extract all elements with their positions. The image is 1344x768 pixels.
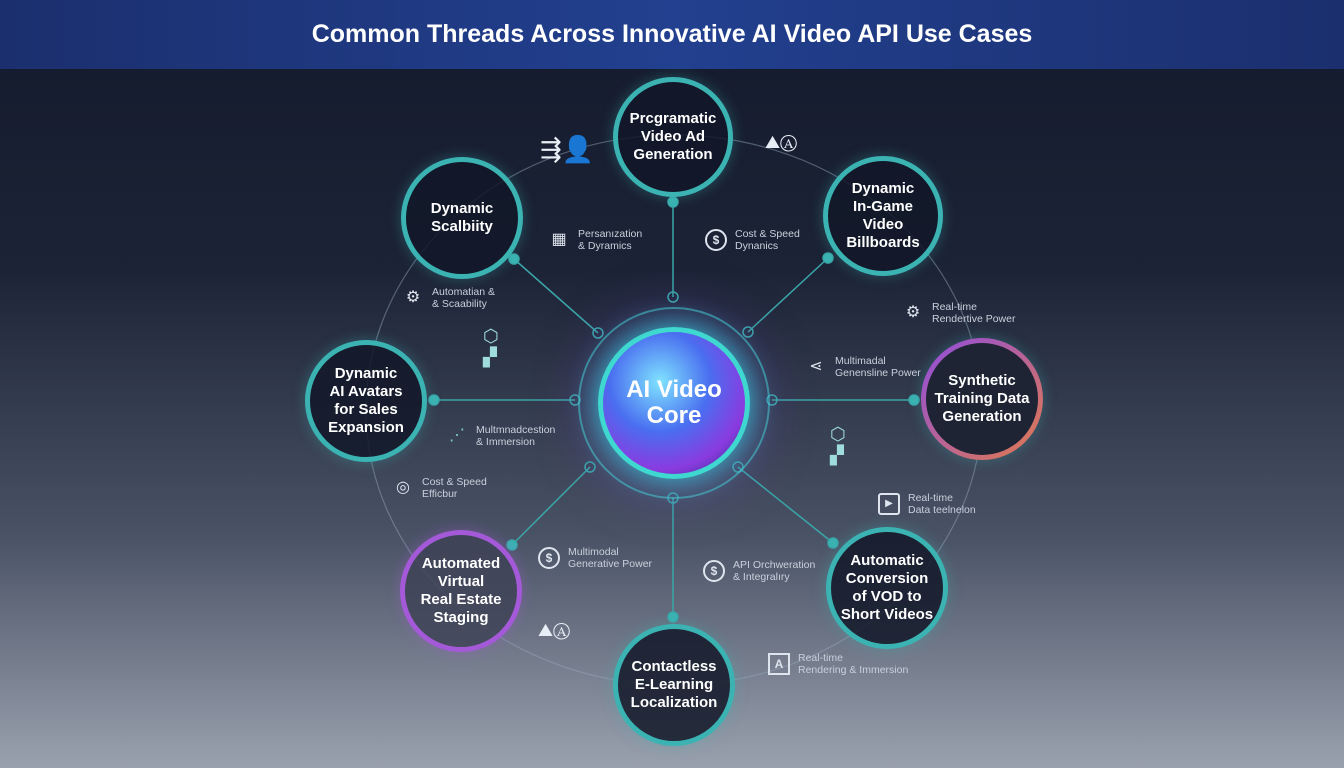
title-bar: Common Threads Across Innovative AI Vide… xyxy=(0,0,1344,69)
text: Efficbur xyxy=(422,488,458,500)
gear-icon: ⚙ xyxy=(405,289,421,306)
text: Real-time xyxy=(932,301,977,313)
gear-icon: ⚙ xyxy=(905,304,921,321)
label-immersion: ⋰ Multmnadcestion& Immersion xyxy=(446,424,555,448)
text: Generation xyxy=(942,408,1022,425)
text: In-Game xyxy=(852,198,913,215)
text: Dynamic xyxy=(430,200,494,217)
label-api-orchestration: $ API Orchweration& Integralıry xyxy=(703,559,815,583)
nodes-icon: ⋰ xyxy=(449,427,465,444)
text: Genensline Power xyxy=(835,367,921,379)
hexagon-a-icon: ⬡▞ xyxy=(830,424,846,465)
core-label: AI Video xyxy=(626,376,722,403)
dollar-icon: $ xyxy=(703,560,725,582)
dollar-icon: $ xyxy=(705,229,727,251)
text: & Immersion xyxy=(476,436,535,448)
text: for Sales xyxy=(334,401,398,418)
text: Rendertive Power xyxy=(932,313,1016,325)
text: Video Ad xyxy=(640,128,706,145)
text: Synthetic xyxy=(948,372,1016,389)
text: Real-time xyxy=(798,652,843,664)
text: Dynamic xyxy=(851,180,915,197)
mountain-icon: ⛰Ⓐ xyxy=(765,132,797,152)
text: Video xyxy=(862,216,904,233)
text: & Integralıry xyxy=(733,571,790,583)
text: Automated xyxy=(421,555,501,572)
page-title: Common Threads Across Innovative AI Vide… xyxy=(311,20,1033,48)
text: Conversion xyxy=(845,570,929,587)
spokes xyxy=(428,196,920,623)
text: Multmnadcestion xyxy=(476,424,556,436)
text: Cost & Speed xyxy=(422,476,487,488)
text: Prcgramatic xyxy=(629,110,717,127)
dollar-icon: $ xyxy=(538,547,560,569)
text: Automatic xyxy=(850,552,924,569)
core-ring xyxy=(578,307,770,499)
text: Automatian & xyxy=(432,286,496,298)
text: Contactless xyxy=(631,658,717,675)
text: Real-time xyxy=(908,492,953,504)
mountain-icon: ⛰Ⓐ xyxy=(538,620,570,640)
text: Expansion xyxy=(328,419,404,436)
text: Scalbiity xyxy=(431,218,493,235)
text: Short Videos xyxy=(840,606,934,623)
text: Staging xyxy=(433,609,489,626)
text: Virtual xyxy=(437,573,485,590)
play-icon: ▶ xyxy=(878,493,900,515)
a-icon: A xyxy=(768,653,790,675)
text: & Dyramics xyxy=(578,240,632,252)
calendar-icon: ▦ xyxy=(551,231,567,248)
hexagon-a-icon: ⬡▞ xyxy=(483,326,499,367)
text: Billboards xyxy=(846,234,920,251)
text: Generation xyxy=(633,146,713,163)
text: E-Learning xyxy=(634,676,714,693)
webcam-icon: ◎ xyxy=(396,479,410,496)
text: Training Data xyxy=(934,390,1030,407)
text: Persanızation xyxy=(578,228,643,240)
text: Rendering & Immersion xyxy=(798,664,909,676)
text: Localization xyxy=(630,694,718,711)
text: Dynamic xyxy=(334,365,398,382)
text: Dynanics xyxy=(735,240,779,252)
text: of VOD to xyxy=(852,588,922,605)
text: Multimadal xyxy=(835,355,886,367)
text: API Orchweration xyxy=(733,559,816,571)
text: Cost & Speed xyxy=(735,228,800,240)
text: AI Avatars xyxy=(329,383,403,400)
share-icon: ⋖ xyxy=(809,358,823,375)
text: Multimodal xyxy=(568,546,619,558)
core-label: Core xyxy=(646,402,702,429)
user-icon: ⇶👤 xyxy=(540,134,595,164)
text: Generative Power xyxy=(568,558,653,570)
text: Data teelnelon xyxy=(908,504,976,516)
text: & Scaability xyxy=(432,298,487,310)
label-personalization: ▦ Persanızation& Dyramics xyxy=(548,228,642,252)
text: Real Estate xyxy=(420,591,502,608)
label-automation-scalability: ⚙ Automatian && Scaability xyxy=(402,286,495,310)
